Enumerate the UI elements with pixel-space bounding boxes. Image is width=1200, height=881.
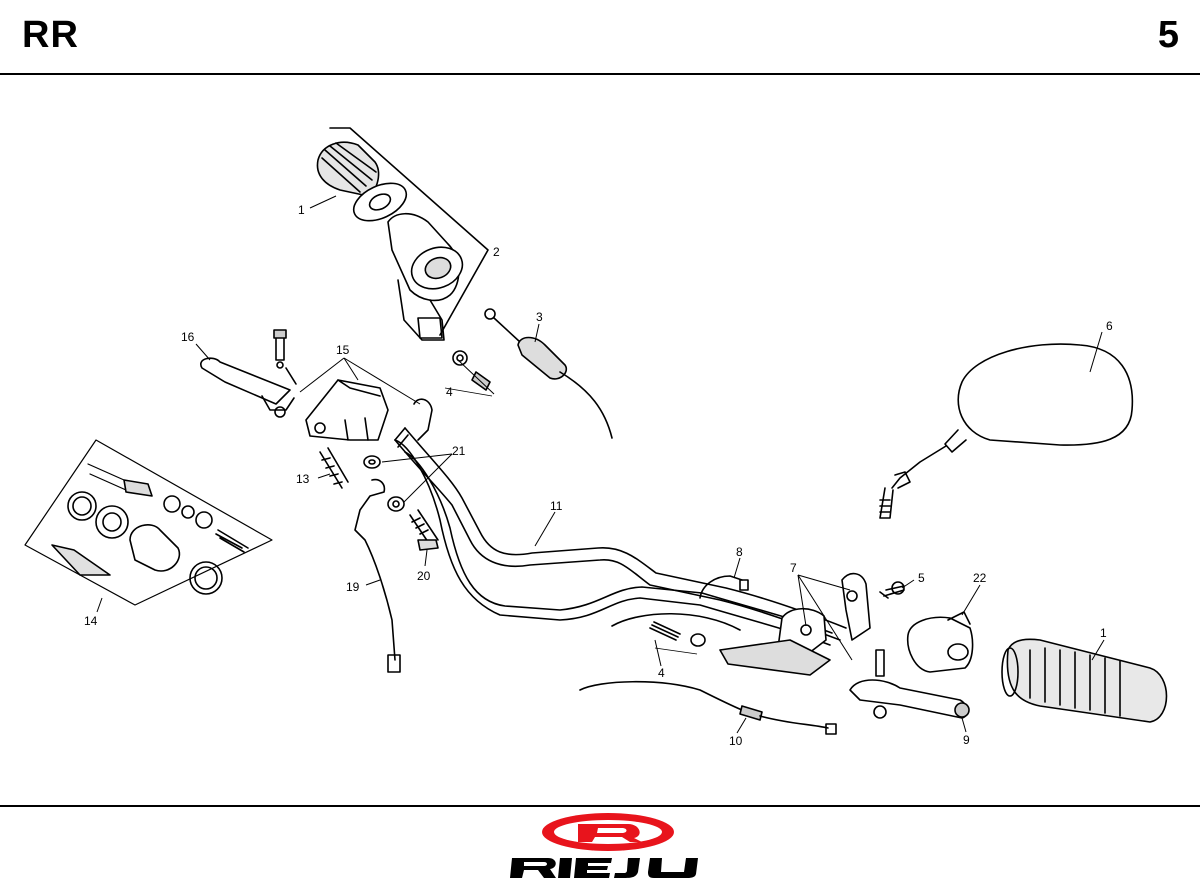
rieju-logo-emblem [542, 813, 674, 851]
callout-19: 19 [346, 580, 360, 594]
callout-11: 11 [550, 499, 563, 513]
callout-7: 7 [790, 561, 797, 575]
callout-22: 22 [973, 571, 987, 585]
model-title: RR [22, 14, 79, 56]
handlebar-part [394, 427, 847, 646]
leader-lines [96, 195, 1105, 734]
callout-8: 8 [736, 545, 743, 559]
callout-13: 13 [296, 472, 310, 486]
callout-10: 10 [729, 734, 743, 748]
callout-4-lower: 4 [658, 666, 665, 680]
callout-4-upper: 4 [446, 385, 453, 399]
page-number: 5 [1157, 14, 1180, 56]
header-divider [0, 73, 1200, 75]
exploded-parts-diagram: 1 2 3 4 6 16 15 21 13 11 8 7 5 22 1 14 1… [24, 127, 1168, 748]
callout-2: 2 [493, 245, 500, 259]
callout-5: 5 [918, 571, 925, 585]
callout-3: 3 [536, 310, 543, 324]
rieju-logo [510, 813, 698, 878]
callout-1-throttle-grip: 1 [298, 203, 305, 217]
callout-14: 14 [84, 614, 98, 628]
screw-parts [452, 350, 491, 391]
callout-20: 20 [417, 569, 431, 583]
callout-16: 16 [181, 330, 195, 344]
right-grip-part [1001, 638, 1168, 723]
rieju-logo-wordmark [510, 858, 698, 878]
callout-21: 21 [452, 444, 466, 458]
brake-hose-parts [319, 447, 439, 673]
mirror-part [879, 343, 1134, 519]
callout-15: 15 [336, 343, 350, 357]
master-cylinder-kit-part [24, 439, 273, 606]
footer-divider [0, 805, 1200, 807]
callout-1-right-grip: 1 [1100, 626, 1107, 640]
brake-lever-assembly-part [719, 572, 974, 719]
callout-6: 6 [1106, 319, 1113, 333]
clutch-lever-part [200, 329, 433, 441]
throttle-cable-part [484, 308, 613, 439]
cables-part [579, 575, 837, 735]
throttle-grip-part [316, 127, 489, 341]
callout-9: 9 [963, 733, 970, 747]
